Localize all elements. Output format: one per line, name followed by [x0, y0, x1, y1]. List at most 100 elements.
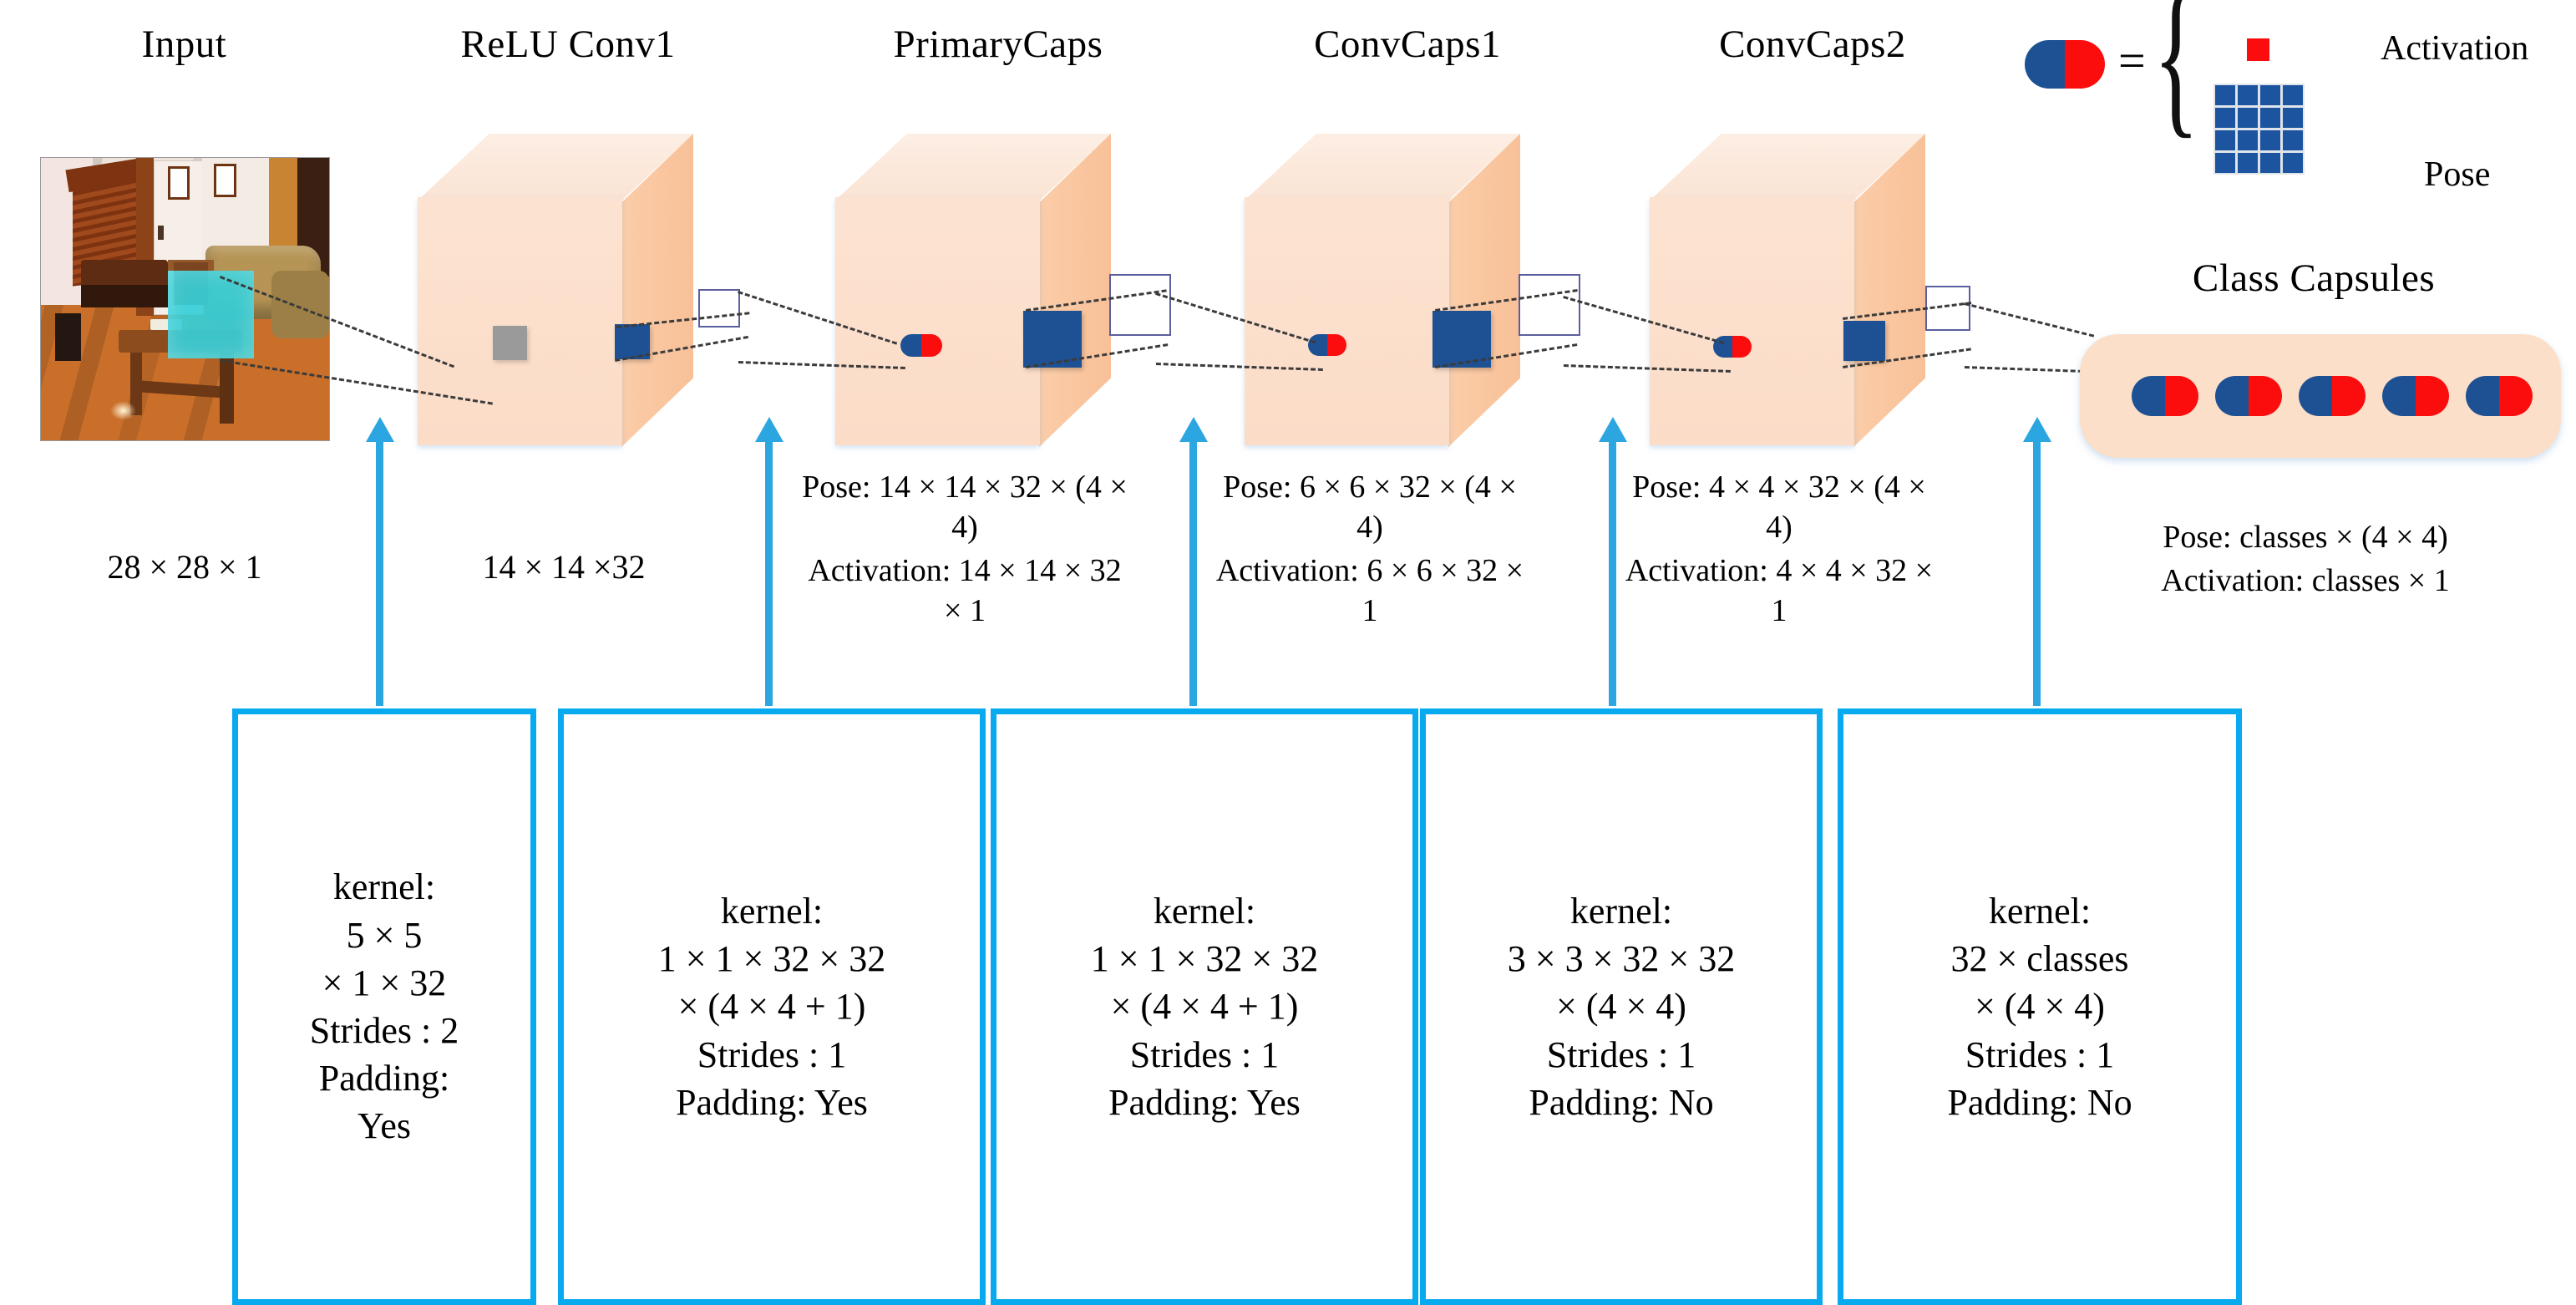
- cube-face-front: [418, 197, 622, 445]
- kernel-line: Strides : 1: [1965, 1033, 2115, 1075]
- layer-title-class-capsules: Class Capsules: [2192, 256, 2436, 300]
- cube-face-front: [1245, 197, 1449, 445]
- spec-primarycaps-pose: Pose: 14 × 14 × 32 × (4 × 4): [802, 470, 1128, 545]
- kernel-line: Strides : 1: [697, 1033, 847, 1075]
- kernel-box-classcaps[interactable]: kernel: 32 × classes × (4 × 4) Strides :…: [1838, 708, 2242, 1305]
- kernel-line: Padding: Yes: [676, 1081, 868, 1123]
- capsule-activation-half: [1732, 336, 1752, 358]
- kernel-box-convcaps1[interactable]: kernel: 1 × 1 × 32 × 32 × (4 × 4 + 1) St…: [991, 708, 1418, 1305]
- activation-swatch-icon: [2247, 38, 2269, 61]
- kernel-box-text: kernel: 1 × 1 × 32 × 32 × (4 × 4 + 1) St…: [1086, 887, 1323, 1126]
- spec-classcaps-pose: Pose: classes × (4 × 4): [2163, 520, 2448, 555]
- layer-title-convcaps1: ConvCaps1: [1314, 23, 1501, 66]
- capsule-pose-half: [1713, 336, 1732, 358]
- capsule-pose-half: [2466, 376, 2499, 416]
- kernel-line: Strides : 2: [309, 1010, 459, 1051]
- layer-title-convcaps2: ConvCaps2: [1719, 23, 1906, 66]
- kernel-line: Padding: Yes: [1108, 1081, 1301, 1123]
- spec-classcaps-activation: Activation: classes × 1: [2161, 563, 2450, 598]
- kernel-box-text: kernel: 32 × classes × (4 × 4) Strides :…: [1942, 887, 2137, 1126]
- capsule-activation-half: [2416, 376, 2449, 416]
- cube-relu-conv1: [418, 134, 752, 447]
- spec-convcaps1-pose: Pose: 6 × 6 × 32 × (4 × 4): [1223, 470, 1517, 545]
- arrow-to-relu-conv1: [376, 439, 383, 706]
- kernel-line: kernel:: [720, 891, 824, 932]
- kernel-box-text: kernel: 1 × 1 × 32 × 32 × (4 × 4 + 1) St…: [653, 887, 890, 1126]
- class-capsule-2: [2215, 376, 2282, 416]
- class-capsules-container: [2080, 334, 2561, 458]
- legend-brace: {: [2153, 0, 2200, 153]
- kernel-line: kernel:: [1569, 891, 1673, 932]
- class-capsule-1: [2132, 376, 2198, 416]
- cube-primarycaps: [835, 134, 1171, 447]
- layer-title-input: Input: [141, 23, 227, 66]
- receptive-field-box: [1925, 286, 1970, 331]
- arrow-to-class-capsules: [2033, 439, 2041, 706]
- capsule-activation-half: [921, 334, 942, 357]
- kernel-line: × 1 × 32: [322, 962, 447, 1003]
- capsule-activation-half: [2065, 40, 2105, 89]
- kernel-line: 1 × 1 × 32 × 32: [657, 938, 886, 980]
- kernel-box-primarycaps[interactable]: kernel: 1 × 1 × 32 × 32 × (4 × 4 + 1) St…: [558, 708, 986, 1305]
- feature-patch-blue: [615, 324, 650, 359]
- kernel-line: kernel:: [1988, 891, 2092, 932]
- kernel-line: kernel:: [1153, 891, 1256, 932]
- kernel-line: Padding: No: [1529, 1081, 1714, 1123]
- feature-patch-blue: [1433, 311, 1491, 368]
- arrow-to-primarycaps: [765, 439, 773, 706]
- spec-primarycaps-activation: Activation: 14 × 14 × 32 × 1: [808, 553, 1122, 628]
- receptive-field-box: [1109, 274, 1171, 336]
- pose-matrix-icon: [2213, 84, 2305, 175]
- capsule-pose-half: [2299, 376, 2332, 416]
- legend-equals-sign: =: [2118, 33, 2146, 88]
- capsule-activation-half: [1327, 334, 1346, 356]
- spec-convcaps2-pose: Pose: 4 × 4 × 32 × (4 × 4): [1632, 470, 1926, 545]
- cube-convcaps2: [1650, 134, 1984, 447]
- dim-label-input: 28 × 28 × 1: [107, 548, 262, 586]
- kernel-box-text: kernel: 3 × 3 × 32 × 32 × (4 × 4) Stride…: [1503, 887, 1740, 1126]
- spec-convcaps1-activation: Activation: 6 × 6 × 32 × 1: [1215, 553, 1524, 628]
- capsule-icon: [1308, 334, 1346, 356]
- capsule-activation-half: [2165, 376, 2198, 416]
- arrow-to-convcaps2: [1609, 439, 1616, 706]
- capsule-icon: [900, 334, 942, 357]
- feature-patch-gray: [493, 326, 527, 360]
- legend-pose-label: Pose: [2424, 155, 2491, 194]
- feature-patch-blue: [1843, 321, 1885, 361]
- capsule-pose-half: [2025, 40, 2065, 89]
- kernel-line: 1 × 1 × 32 × 32: [1090, 938, 1319, 980]
- capsule-activation-half: [2499, 376, 2533, 416]
- feature-patch-blue: [1023, 311, 1082, 368]
- capsule-pose-half: [2132, 376, 2165, 416]
- spec-convcaps2-activation: Activation: 4 × 4 × 32 × 1: [1625, 553, 1934, 628]
- kernel-line: × (4 × 4 + 1): [677, 986, 866, 1028]
- capsule-pose-half: [2215, 376, 2249, 416]
- legend-activation-label: Activation: [2381, 29, 2529, 68]
- kernel-line: kernel:: [332, 866, 436, 908]
- layer-title-primarycaps: PrimaryCaps: [893, 23, 1103, 66]
- kernel-line: × (4 × 4): [1556, 986, 1686, 1028]
- cube-face-front: [835, 197, 1040, 445]
- legend-capsule-icon: [2025, 40, 2105, 89]
- dim-label-relu-conv1: 14 × 14 ×32: [482, 548, 646, 586]
- arrow-to-convcaps1: [1189, 439, 1197, 706]
- kernel-line: 5 × 5: [346, 914, 423, 956]
- connector-convcaps2-to-classcaps-bottom: [1964, 366, 2098, 373]
- kernel-line: 3 × 3 × 32 × 32: [1507, 938, 1736, 980]
- class-capsule-3: [2299, 376, 2366, 416]
- capsule-pose-half: [2382, 376, 2416, 416]
- kernel-box-convcaps2[interactable]: kernel: 3 × 3 × 32 × 32 × (4 × 4) Stride…: [1420, 708, 1823, 1305]
- kernel-line: 32 × classes: [1950, 938, 2129, 980]
- receptive-field-box: [698, 289, 740, 328]
- cube-convcaps1: [1245, 134, 1580, 447]
- kernel-box-text: kernel: 5 × 5 × 1 × 32 Strides : 2 Paddi…: [305, 863, 464, 1150]
- input-image: [40, 157, 330, 441]
- kernel-line: × (4 × 4): [1975, 986, 2105, 1028]
- class-capsule-5: [2466, 376, 2533, 416]
- capsule-pose-half: [1308, 334, 1327, 356]
- kernel-line: Padding:: [318, 1058, 450, 1099]
- kernel-line: Strides : 1: [1546, 1033, 1696, 1075]
- kernel-box-conv1[interactable]: kernel: 5 × 5 × 1 × 32 Strides : 2 Paddi…: [232, 708, 536, 1305]
- receptive-field-box: [1519, 274, 1580, 336]
- kernel-line: Padding: No: [1947, 1081, 2132, 1123]
